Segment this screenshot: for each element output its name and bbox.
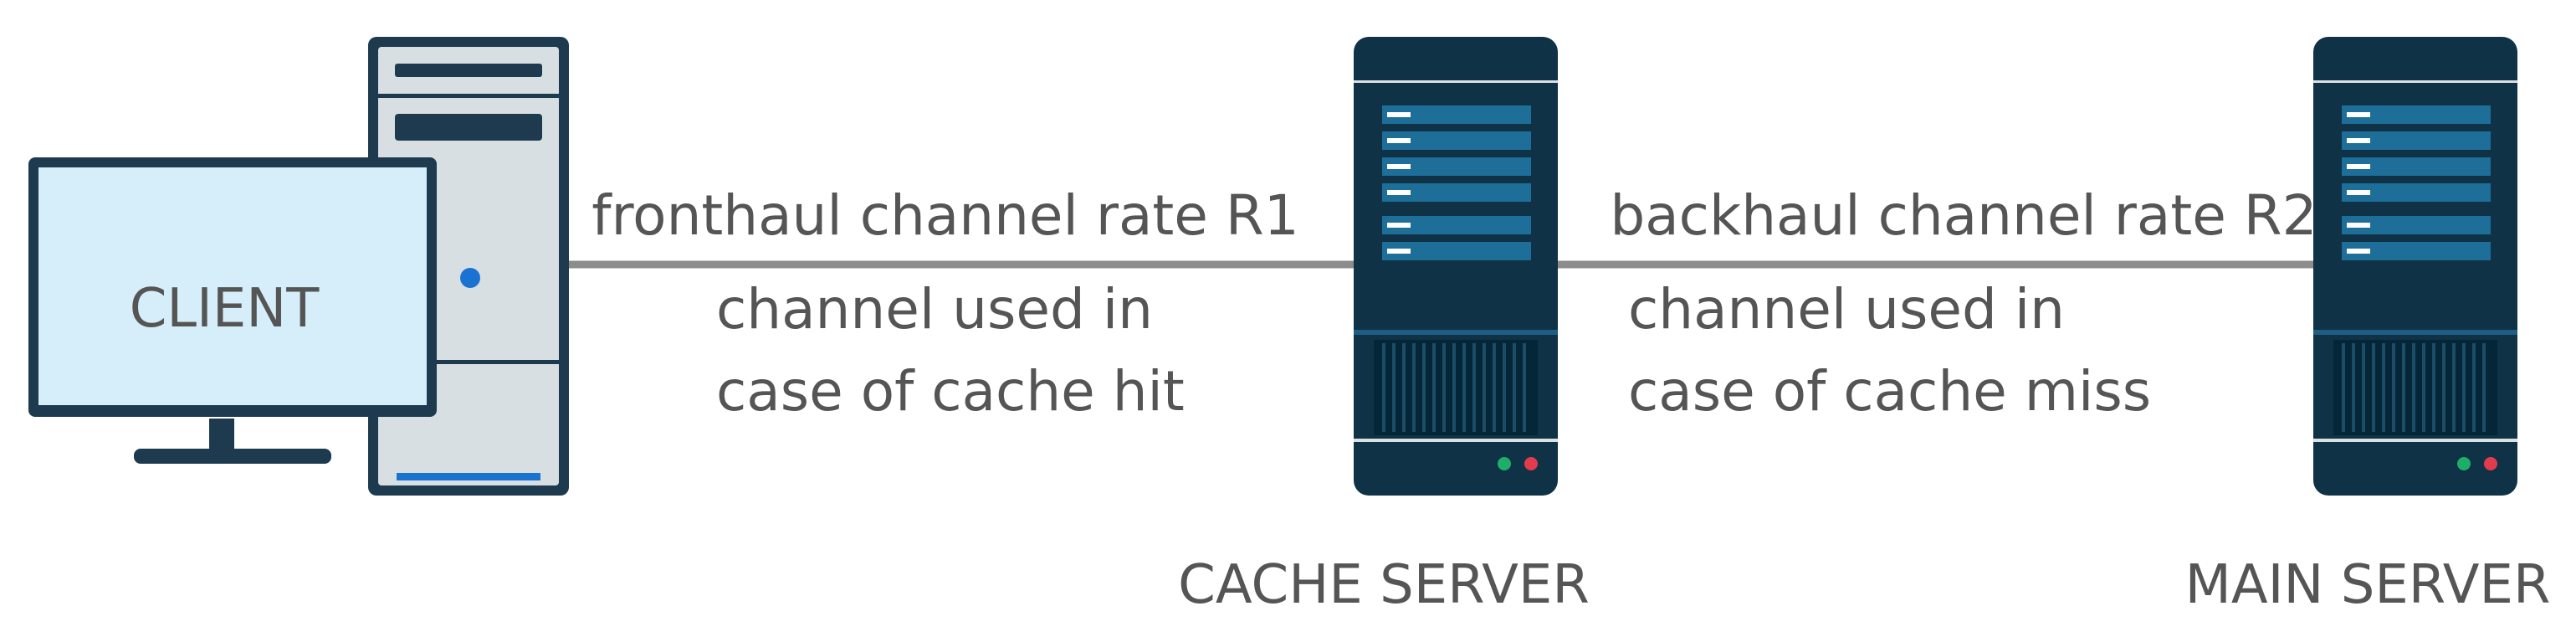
client-computer-icon: CLIENT bbox=[28, 37, 569, 496]
cache-server-label: CACHE SERVER bbox=[1178, 554, 1590, 616]
fronthaul-usage-line-2: case of cache hit bbox=[716, 359, 1185, 424]
cache-server-icon bbox=[1354, 37, 1558, 496]
main-server-icon bbox=[2313, 37, 2517, 496]
drive-bays bbox=[2342, 105, 2491, 260]
client-monitor: CLIENT bbox=[28, 157, 437, 464]
backhaul-usage-line-1: channel used in bbox=[1628, 277, 2065, 342]
backhaul-rate-label: backhaul channel rate R2 bbox=[1610, 183, 2317, 248]
fronthaul-usage-line-1: channel used in bbox=[716, 277, 1153, 342]
status-led-green-icon bbox=[2457, 457, 2471, 470]
status-led-red-icon bbox=[1524, 457, 1538, 470]
status-led-green-icon bbox=[1498, 457, 1511, 470]
fronthaul-rate-label: fronthaul channel rate R1 bbox=[592, 183, 1298, 248]
power-led-icon bbox=[460, 268, 480, 288]
backhaul-usage-line-2: case of cache miss bbox=[1628, 359, 2151, 424]
status-led-red-icon bbox=[2484, 457, 2497, 470]
main-server-label: MAIN SERVER bbox=[2185, 554, 2551, 616]
client-label: CLIENT bbox=[130, 278, 320, 340]
drive-bays bbox=[1382, 105, 1531, 260]
